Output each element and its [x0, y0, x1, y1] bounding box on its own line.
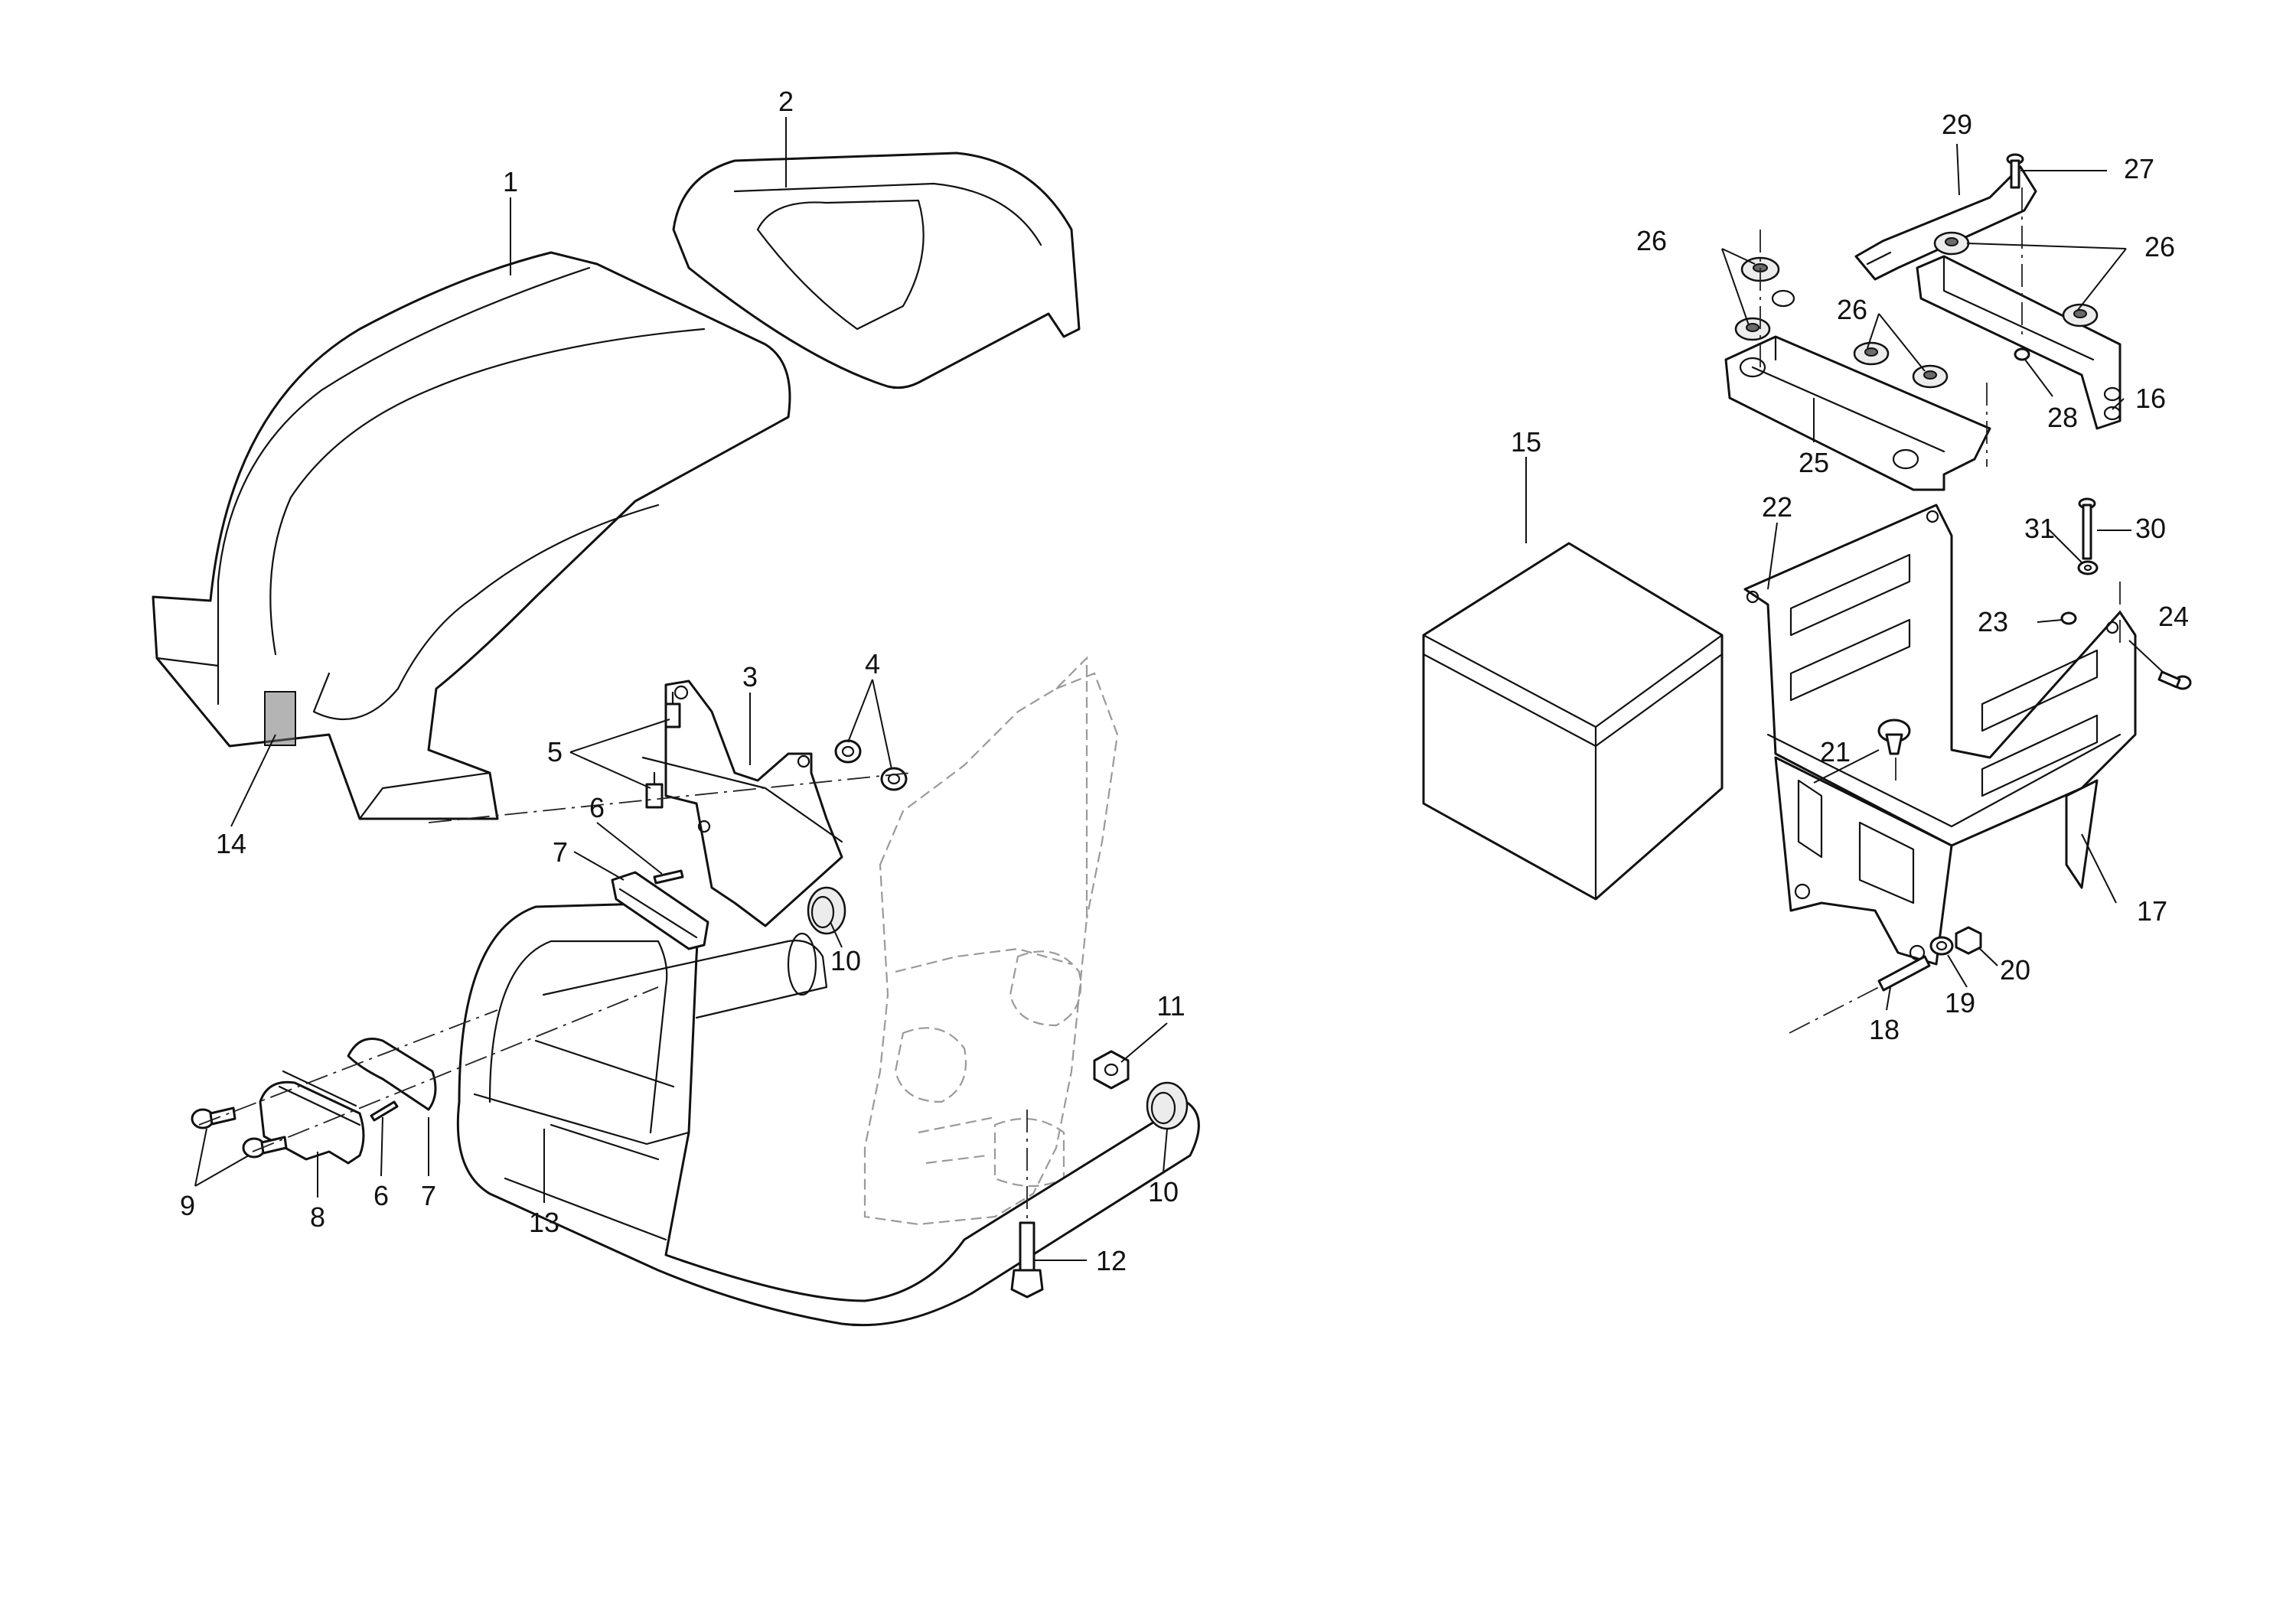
grommet-26e [1933, 231, 1970, 256]
grommet-26b [1734, 317, 1771, 341]
grommet-26f [2062, 303, 2099, 328]
battery-tray [1743, 504, 2137, 966]
callout-2: 2 [778, 86, 794, 117]
callout-22: 22 [1762, 491, 1792, 523]
mounting-bracket [641, 680, 843, 927]
axis-line-left-2 [198, 1009, 498, 1126]
knob-21 [1877, 719, 1911, 755]
pin-6b [370, 1100, 399, 1122]
washer-19 [1929, 936, 1954, 956]
callout-24: 24 [2158, 601, 2189, 632]
flange-nut-11 [1093, 1050, 1130, 1090]
callout-9: 9 [180, 1190, 195, 1221]
leader-lines [194, 117, 2165, 1261]
mounting-plate-16 [1916, 255, 2122, 430]
plug-10b [1146, 1081, 1189, 1130]
plug-10a [807, 886, 846, 935]
callout-10a: 10 [830, 945, 861, 976]
clamp-7a [611, 871, 709, 950]
nut-23 [2060, 611, 2077, 625]
callout-4: 4 [865, 648, 880, 680]
callout-26c: 26 [2144, 231, 2175, 262]
nut-4b [880, 767, 908, 791]
callout-23: 23 [1978, 606, 2008, 637]
grommet-26d [1912, 364, 1949, 389]
screw-9a [191, 1106, 236, 1129]
callout-10b: 10 [1148, 1176, 1179, 1207]
bolt-30 [2078, 497, 2096, 560]
callout-13: 13 [529, 1207, 559, 1238]
callout-5: 5 [547, 736, 563, 768]
washer-31 [2077, 560, 2099, 575]
callout-30: 30 [2135, 513, 2166, 544]
bolt-12 [1010, 1221, 1044, 1299]
seat-cushion [672, 152, 1081, 389]
callout-26a: 26 [1636, 225, 1667, 256]
callout-7b: 7 [421, 1180, 436, 1211]
callout-3: 3 [742, 661, 758, 693]
callout-31: 31 [2024, 513, 2055, 544]
nut-4a [834, 739, 862, 764]
callout-20: 20 [2000, 954, 2030, 986]
callout-28: 28 [2047, 402, 2078, 433]
callout-16: 16 [2135, 383, 2166, 414]
strap-29 [1854, 165, 2037, 281]
axis-line-left-3 [252, 986, 659, 1152]
callout-25: 25 [1799, 447, 1829, 478]
callout-19: 19 [1945, 987, 1975, 1018]
callout-11: 11 [1156, 990, 1185, 1022]
callout-18: 18 [1869, 1014, 1900, 1045]
pin-6a [653, 869, 684, 885]
clamp-7b [347, 1038, 437, 1111]
callout-12: 12 [1096, 1245, 1127, 1276]
tubular-frame [456, 901, 1200, 1327]
callout-15: 15 [1511, 426, 1541, 458]
callout-26b: 26 [1837, 294, 1867, 325]
axis-line-left-1 [428, 772, 912, 823]
callout-6a: 6 [589, 792, 605, 823]
battery [1422, 542, 1724, 901]
callout-17: 17 [2137, 895, 2167, 927]
mounting-plate-25 [1724, 289, 1991, 491]
callout-21: 21 [1820, 736, 1851, 768]
nut-20 [1955, 926, 1982, 955]
callout-7a: 7 [553, 836, 568, 868]
callout-labels: 1 2 3 4 5 6 6 7 7 8 9 10 10 11 12 13 14 … [180, 86, 2189, 1276]
callout-29: 29 [1942, 109, 1972, 140]
bolt-27 [2006, 153, 2024, 189]
callout-27: 27 [2124, 153, 2154, 184]
callout-8: 8 [310, 1201, 325, 1233]
callout-14: 14 [216, 828, 246, 859]
nut-28 [2014, 347, 2030, 361]
callout-1: 1 [503, 166, 518, 197]
hood-cover [152, 251, 791, 820]
grommet-26c [1853, 341, 1890, 366]
screw-5a [664, 691, 681, 728]
bolt-24 [2157, 670, 2192, 690]
callout-6b: 6 [373, 1180, 389, 1211]
pin-18 [1877, 955, 1931, 992]
screw-5b [645, 771, 664, 809]
axis-line-right-5 [1789, 986, 1880, 1034]
engine-ghost-outline [863, 656, 1119, 1226]
